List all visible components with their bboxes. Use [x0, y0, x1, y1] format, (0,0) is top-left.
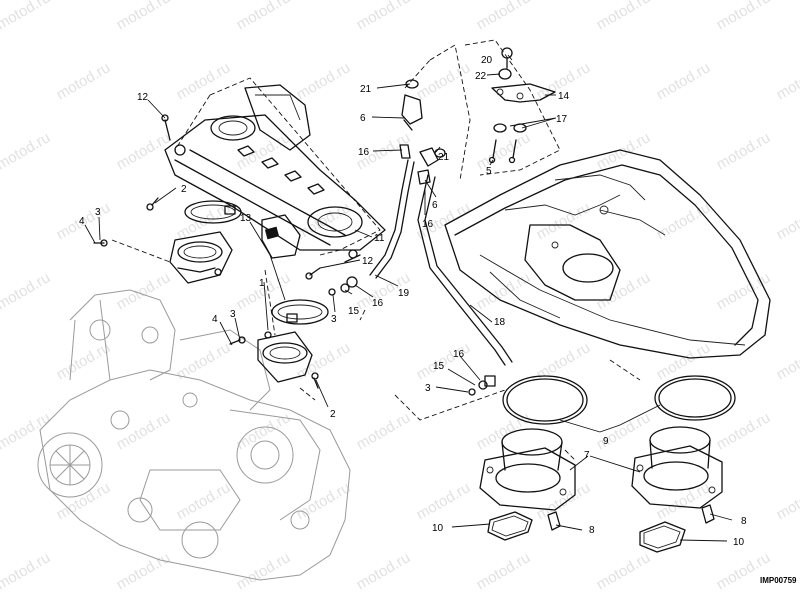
callout-21: 21 — [438, 152, 450, 163]
airbox — [444, 149, 771, 359]
callout-4: 4 — [212, 314, 218, 325]
watermark-text: motod.ru — [0, 409, 53, 453]
watermark-text: motod.ru — [654, 199, 714, 243]
callout-19: 19 — [398, 288, 410, 299]
watermark-text: motod.ru — [54, 339, 114, 383]
callout-11: 11 — [374, 233, 385, 244]
callout-9: 9 — [603, 436, 609, 447]
watermark-text: motod.ru — [354, 0, 414, 33]
watermark-text: motod.ru — [114, 549, 174, 593]
watermark-text: motod.ru — [114, 0, 174, 33]
watermark-text: motod.ru — [714, 549, 774, 593]
callout-3: 3 — [425, 383, 431, 394]
watermark-text: motod.ru — [474, 129, 534, 173]
watermark-text: motod.ru — [294, 199, 354, 243]
watermark-text: motod.ru — [54, 479, 114, 523]
callout-7: 7 — [584, 450, 590, 461]
watermark-text: motod.ru — [114, 409, 174, 453]
watermark-text: motod.ru — [774, 199, 800, 243]
callout-8: 8 — [741, 516, 747, 527]
leader-lines — [84, 54, 733, 542]
callout-15: 15 — [433, 361, 445, 372]
callout-20: 20 — [481, 55, 493, 66]
intake-clamps-left — [93, 200, 329, 401]
callout-4: 4 — [79, 216, 85, 227]
engine-block — [37, 289, 351, 581]
callout-18: 18 — [494, 317, 506, 328]
watermark-text: motod.ru — [594, 269, 654, 313]
watermark-text: motod.ru — [354, 549, 414, 593]
callout-22: 22 — [475, 71, 487, 82]
callout-2: 2 — [330, 409, 336, 420]
watermark-text: motod.ru — [234, 0, 294, 33]
diagram-code: IMP00759 — [760, 576, 797, 585]
watermark-text: motod.ru — [174, 59, 234, 103]
callout-16: 16 — [422, 219, 434, 230]
callout-8: 8 — [589, 525, 595, 536]
watermark-text: motod.ru — [474, 0, 534, 33]
valve-cluster — [399, 44, 471, 185]
callout-16: 16 — [372, 298, 384, 309]
callout-6: 6 — [360, 113, 366, 124]
watermark-text: motod.ru — [714, 0, 774, 33]
callout-5: 5 — [486, 166, 492, 177]
watermark-text: motod.ru — [654, 59, 714, 103]
watermark-text: motod.ru — [0, 549, 53, 593]
watermark-text: motod.ru — [714, 409, 774, 453]
callout-3: 3 — [230, 309, 236, 320]
callout-17: 17 — [556, 114, 568, 125]
watermark-text: motod.ru — [0, 269, 53, 313]
callout-3: 3 — [95, 207, 101, 218]
watermark-text: motod.ru — [234, 129, 294, 173]
callout-16: 16 — [453, 349, 465, 360]
callout-2: 2 — [181, 184, 187, 195]
callout-1: 1 — [259, 278, 265, 289]
watermark-text: motod.ru — [534, 199, 594, 243]
watermark-text: motod.ru — [414, 59, 474, 103]
watermark-text: motod.ru — [174, 479, 234, 523]
watermark-text: motod.ru — [294, 479, 354, 523]
watermark-text: motod.ru — [774, 339, 800, 383]
watermark-text: motod.ru — [354, 409, 414, 453]
watermark-text: motod.ru — [234, 409, 294, 453]
callout-14: 14 — [558, 91, 570, 102]
watermark-text: motod.ru — [594, 549, 654, 593]
watermark-text: motod.ru — [294, 59, 354, 103]
callout-16: 16 — [358, 147, 370, 158]
watermark-text: motod.ru — [0, 0, 53, 33]
watermark-text: motod.ru — [534, 479, 594, 523]
callout-labels: 12 2 3 4 13 1 3 4 2 11 12 3 15 16 19 21 … — [79, 55, 747, 548]
callout-12: 12 — [137, 92, 149, 103]
callout-3: 3 — [331, 314, 337, 325]
watermark-text: motod.ru — [234, 549, 294, 593]
watermark-text: motod.ru — [714, 269, 774, 313]
throttle-body-assembly — [146, 77, 386, 280]
watermark-text: motod.ru — [474, 269, 534, 313]
watermark-text: motod.ru — [774, 479, 800, 523]
callout-6: 6 — [432, 200, 438, 211]
callout-21: 21 — [360, 84, 372, 95]
watermark-text: motod.ru — [114, 129, 174, 173]
watermark-text: motod.ru — [414, 479, 474, 523]
watermark-text: motod.ru — [294, 339, 354, 383]
intake-ducts — [479, 359, 736, 553]
watermark-text: motod.ru — [774, 59, 800, 103]
breather-hoses — [328, 159, 513, 421]
watermark-text: motod.ru — [474, 549, 534, 593]
callout-12: 12 — [362, 256, 374, 267]
watermark-text: motod.ru — [594, 0, 654, 33]
callout-10: 10 — [432, 523, 444, 534]
watermark-text: motod.ru — [714, 129, 774, 173]
watermark-text: motod.ru — [54, 59, 114, 103]
callout-13: 13 — [240, 213, 252, 224]
callout-10: 10 — [733, 537, 745, 548]
watermark-text: motod.ru — [534, 339, 594, 383]
watermark-text: motod.ru — [0, 129, 53, 173]
callout-15: 15 — [348, 306, 360, 317]
